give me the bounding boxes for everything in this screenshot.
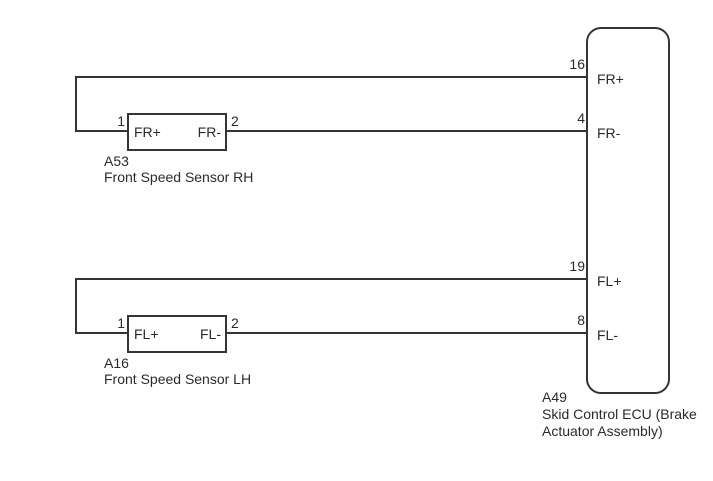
wire-flp-left-vertical	[75, 278, 77, 334]
wire-frp-left-vertical	[75, 76, 77, 132]
wire-flp-top-horizontal	[75, 278, 588, 280]
wire-flp-sensor-stub	[75, 332, 129, 334]
sensor-rh-connector-box: FR+ FR-	[127, 113, 227, 151]
ecu-pin-8-number: 8	[577, 312, 585, 328]
ecu-terminal-flm-label: FL-	[597, 327, 618, 343]
sensor-lh-connector-box: FL+ FL-	[127, 315, 227, 353]
ecu-name-line2: Actuator Assembly)	[542, 423, 663, 439]
wire-frm-horizontal	[225, 130, 588, 132]
ecu-terminal-frp-label: FR+	[597, 71, 624, 87]
sensor-lh-pin-1: 1	[117, 315, 125, 331]
ecu-pin-16-number: 16	[569, 56, 585, 72]
sensor-rh-terminal-frp-label: FR+	[134, 124, 161, 140]
ecu-terminal-frm-label: FR-	[597, 125, 621, 141]
sensor-lh-caption: A16 Front Speed Sensor LH	[104, 355, 251, 387]
wire-flm-horizontal	[225, 332, 588, 334]
sensor-lh-terminal-flp-label: FL+	[134, 326, 159, 342]
sensor-lh-name: Front Speed Sensor LH	[104, 371, 252, 387]
ecu-pin-19-number: 19	[569, 258, 585, 274]
sensor-rh-name: Front Speed Sensor RH	[104, 169, 254, 185]
sensor-rh-pin-2: 2	[231, 113, 239, 129]
sensor-lh-pin-2: 2	[231, 315, 239, 331]
wire-frp-top-horizontal	[75, 76, 588, 78]
sensor-lh-code: A16	[104, 355, 129, 371]
ecu-pin-4-number: 4	[577, 110, 585, 126]
ecu-caption: A49 Skid Control ECU (Brake Actuator Ass…	[542, 389, 697, 440]
sensor-rh-caption: A53 Front Speed Sensor RH	[104, 153, 253, 185]
sensor-rh-terminal-frm-label: FR-	[197, 124, 221, 140]
ecu-terminal-flp-label: FL+	[597, 273, 622, 289]
sensor-lh-terminal-flm-label: FL-	[200, 326, 221, 342]
ecu-code: A49	[542, 389, 567, 405]
sensor-rh-pin-1: 1	[117, 113, 125, 129]
ecu-connector-box	[586, 27, 670, 394]
sensor-rh-code: A53	[104, 153, 129, 169]
wire-frp-sensor-stub	[75, 130, 129, 132]
ecu-name-line1: Skid Control ECU (Brake	[542, 406, 697, 422]
